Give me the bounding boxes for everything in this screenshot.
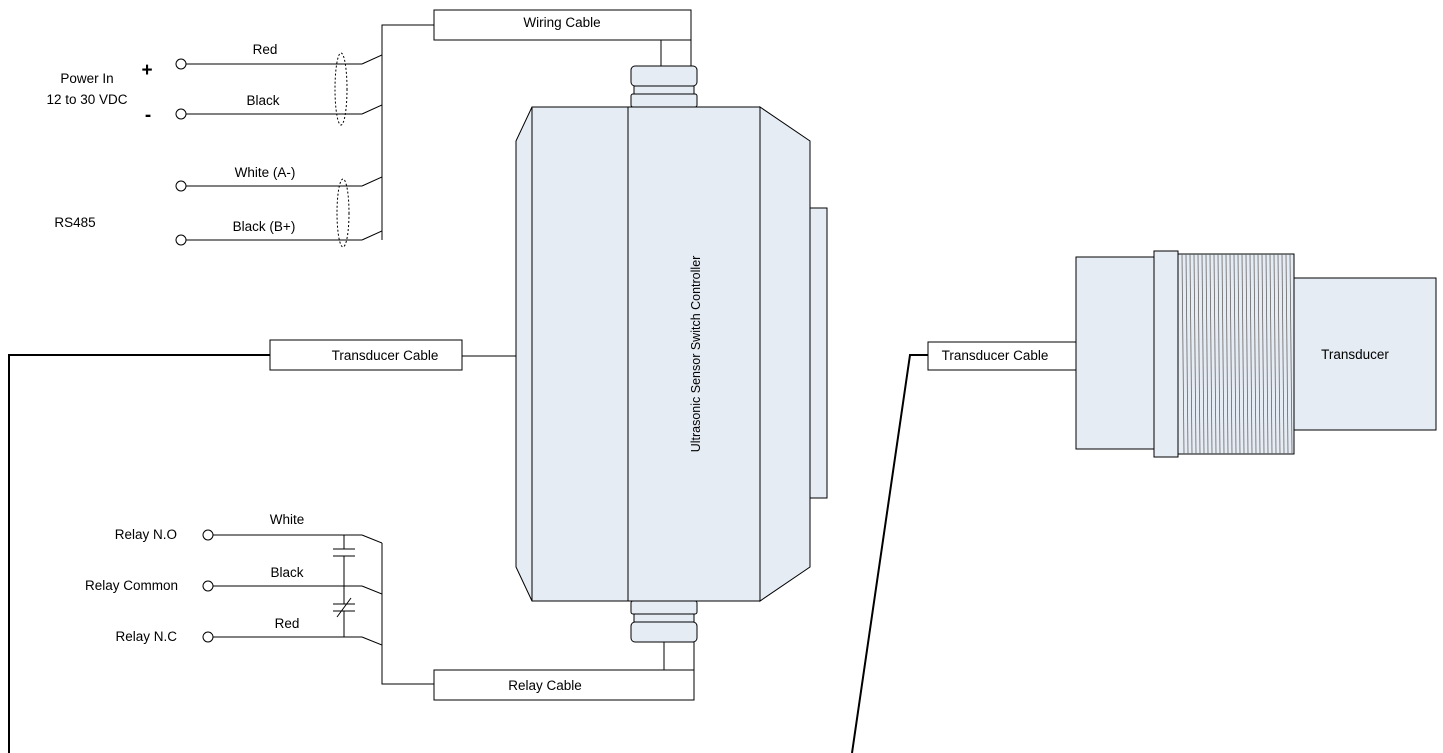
transducer-cable-left: Transducer Cable — [8, 339, 516, 753]
rs485-cable-shield — [336, 178, 350, 248]
controller-enclosure: Ultrasonic Sensor Switch Controller — [515, 65, 828, 643]
bottom-gland-nut — [630, 621, 698, 643]
top-gland-base — [630, 93, 698, 108]
transducer-housing-back — [1075, 256, 1157, 450]
rs485-section: RS485 White (A-) Black (B+) — [54, 165, 362, 248]
transducer-cable-run-right — [851, 354, 928, 753]
transducer-label: Transducer — [1321, 347, 1389, 362]
bottom-gland-washer — [633, 613, 695, 623]
power-positive-terminal — [175, 58, 187, 70]
power-negative-terminal — [175, 108, 187, 120]
controller-label: Ultrasonic Sensor Switch Controller — [689, 256, 703, 453]
transducer-assembly: Transducer Cable Transducer — [851, 250, 1437, 753]
controller-right-bevel — [759, 106, 811, 602]
bottom-gland-base — [630, 600, 698, 615]
wiring-cable-label: Wiring Cable — [523, 15, 600, 30]
relay-section: Relay N.O Relay Common Relay N.C White B… — [85, 512, 695, 701]
top-gland-washer — [633, 85, 695, 95]
rs485-a-terminal — [175, 180, 187, 192]
relay-nc-label: Relay N.C — [115, 629, 177, 644]
power-cable-shield — [334, 52, 348, 126]
wiring-cable: Wiring Cable — [361, 9, 692, 241]
transducer-threads — [1181, 253, 1293, 455]
rs485-b-terminal — [175, 234, 187, 246]
relay-white-label: White — [270, 512, 305, 527]
transducer-cable-label-right: Transducer Cable — [942, 348, 1049, 363]
rs485-b-label: Black (B+) — [233, 219, 296, 234]
relay-nc-terminal — [202, 631, 214, 643]
relay-cable-box — [433, 669, 695, 701]
power-voltage: 12 to 30 VDC — [46, 92, 127, 107]
power-in-title: Power In — [60, 71, 113, 86]
branch-black — [361, 104, 383, 115]
rs485-a-label: White (A-) — [235, 165, 296, 180]
transducer-cable-run-left — [8, 354, 270, 753]
branch-black-b — [361, 230, 383, 241]
relay-cable-trunk — [381, 543, 434, 685]
branch-white — [361, 176, 383, 187]
power-black-label: Black — [246, 93, 279, 108]
controller-left-bevel — [515, 106, 533, 602]
transducer-cable-label: Transducer Cable — [332, 348, 439, 363]
wiring-cable-trunk — [381, 24, 434, 240]
transducer-cable-box — [269, 339, 463, 371]
controller-left-panel — [531, 106, 629, 602]
power-red-label: Red — [253, 42, 278, 57]
wiring-cable-loop — [660, 39, 692, 66]
relay-no-label: Relay N.O — [115, 527, 177, 542]
relay-contact-symbols — [333, 535, 355, 637]
power-in-section: Power In 12 to 30 VDC + - Red Black — [46, 42, 362, 126]
transducer-hex-nut — [1153, 250, 1179, 458]
minus-sign: - — [145, 105, 151, 126]
top-gland-nut — [630, 65, 698, 87]
branch-red — [361, 54, 383, 65]
relay-no-terminal — [202, 529, 214, 541]
relay-common-label: Relay Common — [85, 578, 178, 593]
relay-red-label: Red — [275, 616, 300, 631]
controller-side-flange — [809, 207, 828, 499]
plus-sign: + — [141, 60, 152, 81]
wiring-cable-box — [433, 9, 692, 41]
transducer-cable-box-right — [927, 341, 1077, 371]
relay-black-label: Black — [270, 565, 303, 580]
rs485-title: RS485 — [54, 215, 95, 230]
transducer-face — [1293, 277, 1437, 431]
relay-common-terminal — [202, 580, 214, 592]
controller-center-panel — [627, 106, 761, 602]
relay-cable-label: Relay Cable — [508, 678, 582, 693]
